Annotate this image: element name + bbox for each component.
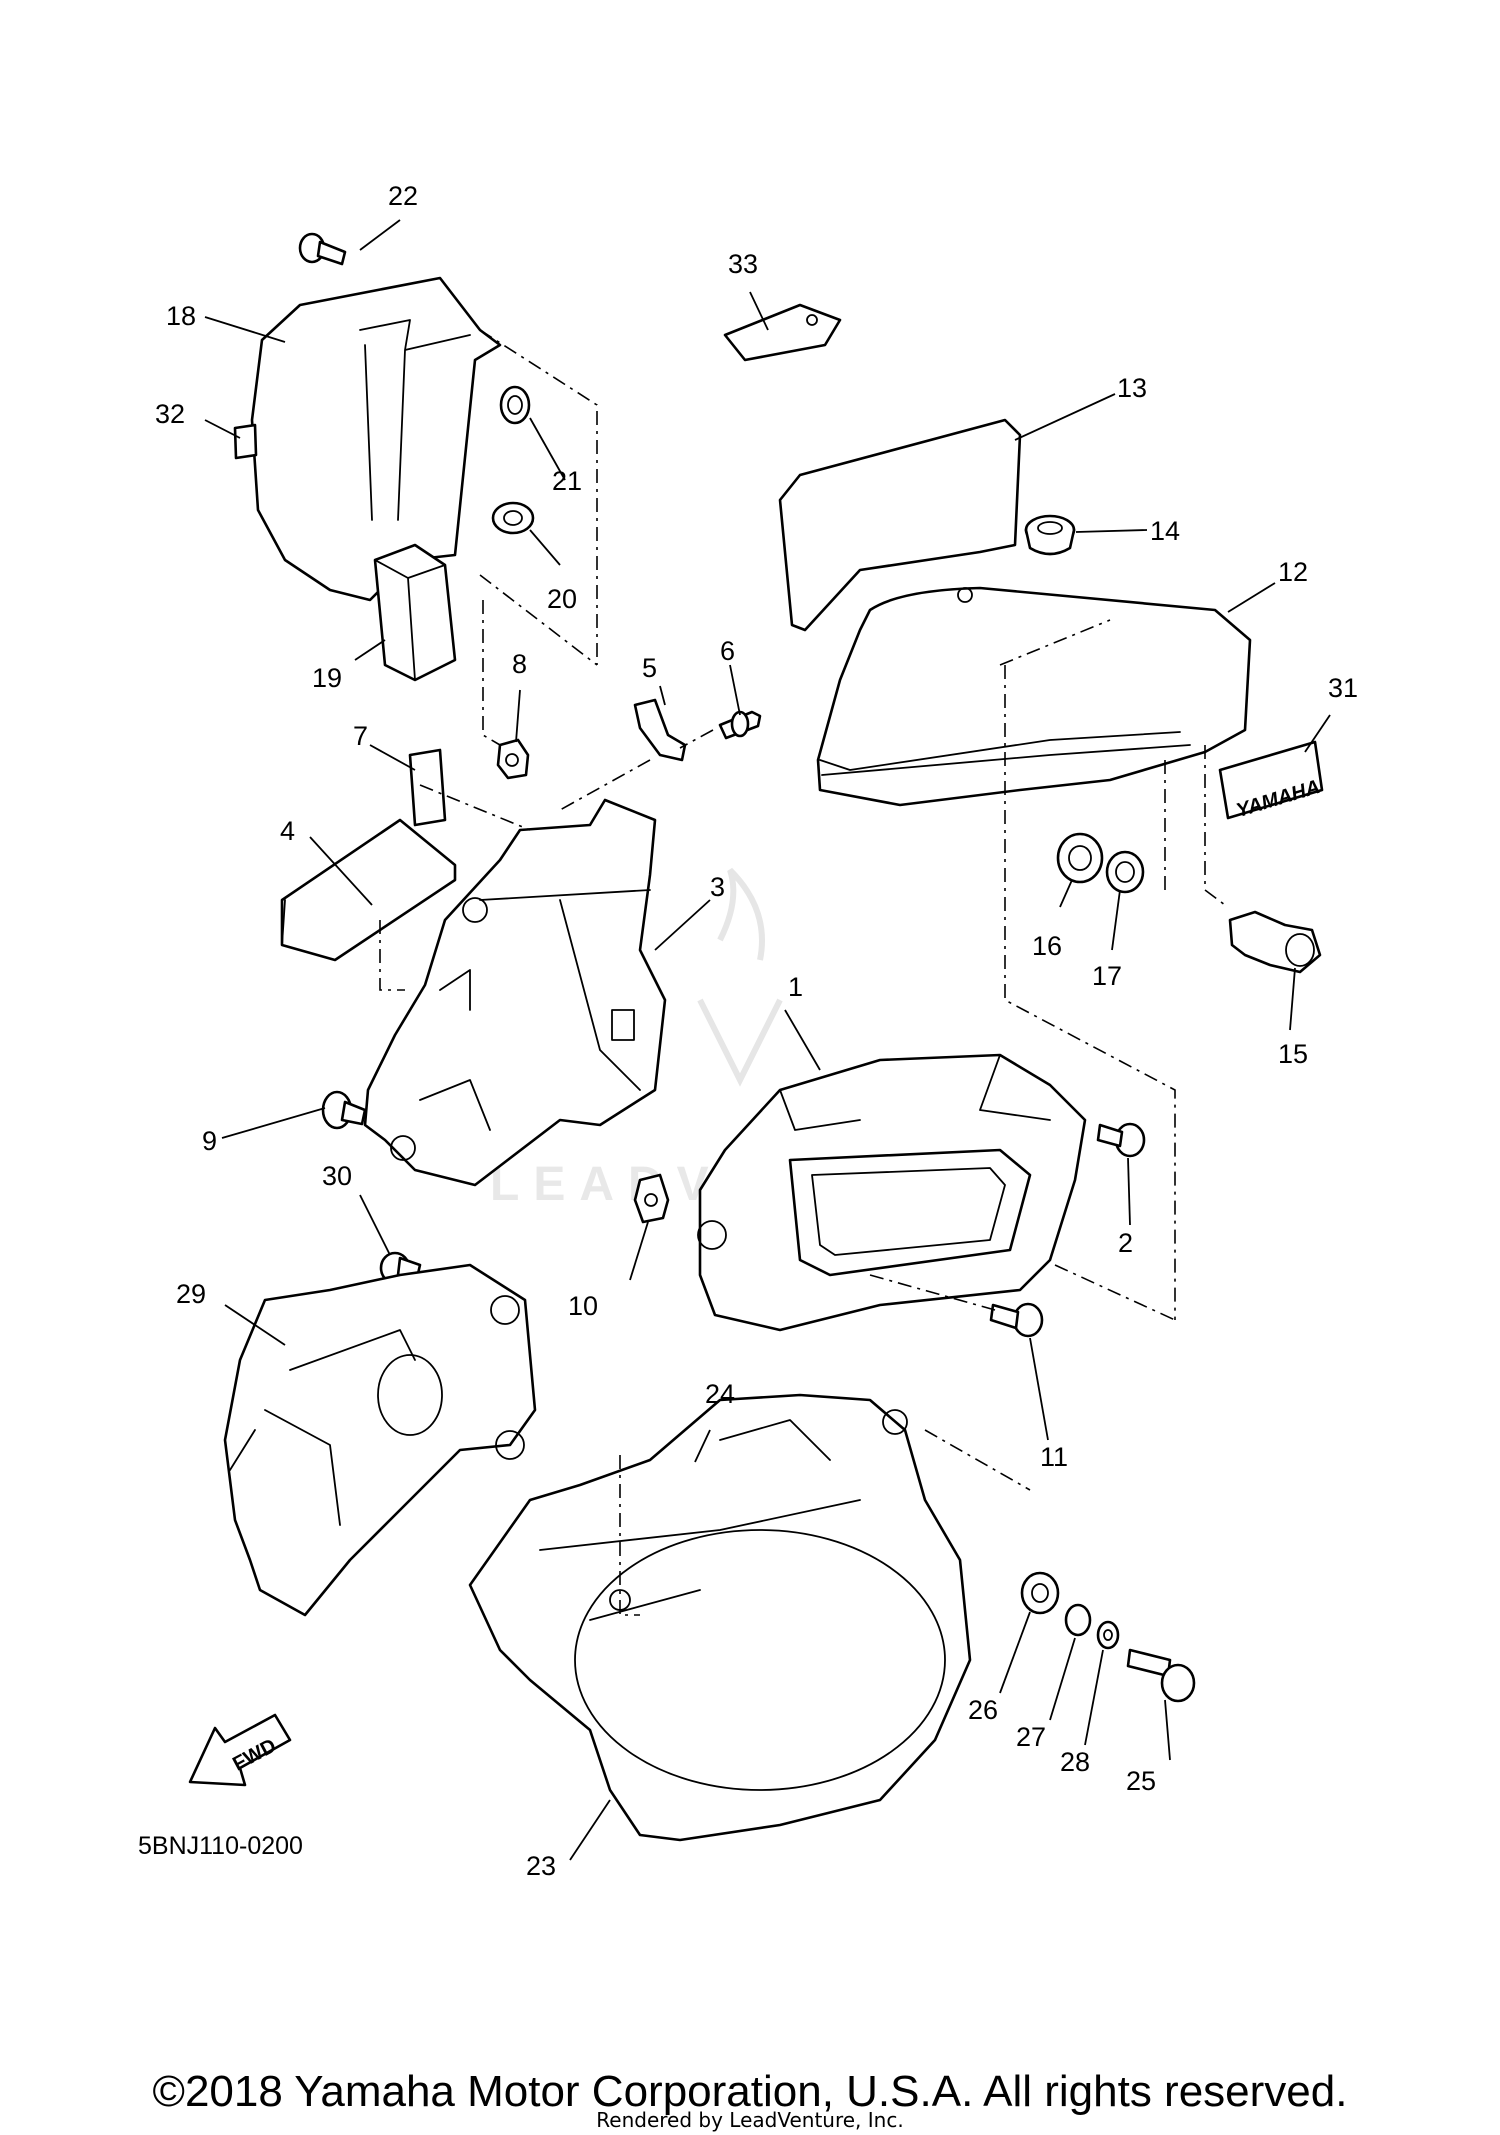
callout-12[interactable]: 12 — [1278, 557, 1308, 587]
part-11-screw[interactable] — [989, 1302, 1044, 1338]
part-3-bracket[interactable] — [363, 798, 667, 1187]
diagram-code: 5BNJ110-0200 — [138, 1832, 303, 1860]
part-25-bolt[interactable] — [1126, 1648, 1196, 1703]
part-5-clip[interactable] — [633, 698, 687, 762]
part-10-nut[interactable] — [633, 1173, 670, 1224]
callout-17[interactable]: 17 — [1092, 961, 1122, 991]
callout-24[interactable]: 24 — [705, 1379, 735, 1409]
part-8-nut[interactable] — [496, 738, 530, 780]
callout-3[interactable]: 3 — [710, 872, 725, 902]
callout-16[interactable]: 16 — [1032, 931, 1062, 961]
part-16-grommet[interactable] — [1056, 832, 1104, 884]
callout-11[interactable]: 11 — [1040, 1442, 1068, 1472]
part-20-grommet[interactable] — [491, 501, 535, 535]
callout-7[interactable]: 7 — [353, 721, 368, 751]
callout-23[interactable]: 23 — [526, 1851, 556, 1881]
callout-20[interactable]: 20 — [547, 584, 577, 614]
callout-21[interactable]: 21 — [552, 466, 582, 496]
callout-26[interactable]: 26 — [968, 1695, 998, 1725]
callout-30[interactable]: 30 — [322, 1161, 352, 1191]
leader-lines — [204, 219, 1331, 1861]
callout-5[interactable]: 5 — [642, 653, 657, 683]
part-19-pad[interactable] — [373, 543, 457, 682]
copyright-notice: ©2018 Yamaha Motor Corporation, U.S.A. A… — [152, 2067, 1348, 2116]
part-4-pad[interactable] — [280, 818, 457, 962]
callout-19[interactable]: 19 — [312, 663, 342, 693]
part-17-collar[interactable] — [1105, 850, 1145, 894]
part-15-lock[interactable] — [1228, 910, 1322, 974]
callout-15[interactable]: 15 — [1278, 1039, 1308, 1069]
callout-9[interactable]: 9 — [202, 1126, 217, 1156]
callout-4[interactable]: 4 — [280, 816, 295, 846]
callout-13[interactable]: 13 — [1117, 373, 1147, 403]
part-33-clamp[interactable] — [723, 303, 842, 362]
part-6-pin[interactable] — [718, 710, 762, 740]
callout-18[interactable]: 18 — [166, 301, 196, 331]
part-12-side-cover-right[interactable] — [816, 586, 1252, 807]
callout-31[interactable]: 31 — [1328, 673, 1358, 703]
part-28-washer[interactable] — [1096, 1620, 1120, 1650]
callout-14[interactable]: 14 — [1150, 516, 1180, 546]
fwd-arrow-icon: FWD — [188, 1713, 292, 1787]
callout-numbers: 1 2 3 4 5 6 7 8 9 10 11 12 13 14 15 16 1… — [155, 181, 1358, 1881]
part-32-label[interactable] — [233, 423, 258, 460]
callout-2[interactable]: 2 — [1118, 1228, 1133, 1258]
part-23-engine-cover[interactable] — [468, 1393, 972, 1842]
callout-29[interactable]: 29 — [176, 1279, 206, 1309]
part-14-grommet[interactable] — [1024, 514, 1076, 556]
part-26-grommet[interactable] — [1020, 1571, 1060, 1615]
callout-8[interactable]: 8 — [512, 649, 527, 679]
callout-33[interactable]: 33 — [728, 249, 758, 279]
part-29-cover[interactable] — [223, 1263, 537, 1617]
callout-28[interactable]: 28 — [1060, 1747, 1090, 1777]
part-13-pad[interactable] — [778, 418, 1022, 632]
callout-6[interactable]: 6 — [720, 636, 735, 666]
callout-1[interactable]: 1 — [788, 972, 803, 1002]
part-21-grommet[interactable] — [499, 385, 531, 425]
part-1-air-box[interactable] — [697, 1053, 1087, 1332]
part-2-screw[interactable] — [1096, 1122, 1146, 1158]
part-18-side-cover-left[interactable] — [250, 276, 502, 602]
rendered-by-notice: Rendered by LeadVenture, Inc. — [596, 2108, 904, 2132]
callout-10[interactable]: 10 — [568, 1291, 598, 1321]
callout-32[interactable]: 32 — [155, 399, 185, 429]
part-9-screw[interactable] — [321, 1090, 367, 1130]
part-27-collar[interactable] — [1064, 1603, 1092, 1637]
callout-25[interactable]: 25 — [1126, 1766, 1156, 1796]
part-22-screw[interactable] — [298, 232, 347, 266]
callout-22[interactable]: 22 — [388, 181, 418, 211]
part-31-emblem[interactable]: YAMAHA — [1218, 740, 1324, 822]
callout-27[interactable]: 27 — [1016, 1722, 1046, 1752]
